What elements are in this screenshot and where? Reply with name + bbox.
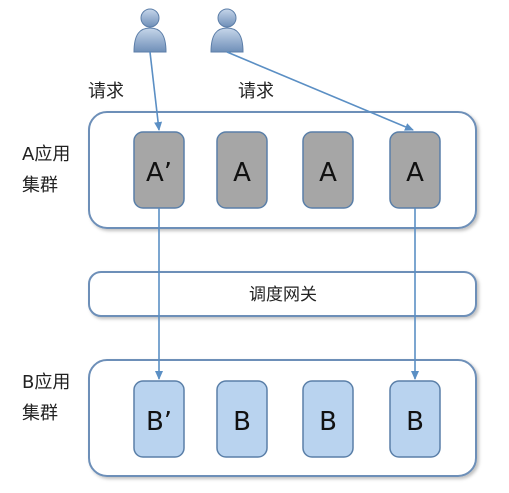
cluster-b-label: B应用	[22, 372, 70, 393]
cluster-a-container	[88, 111, 477, 229]
cluster-b-node: B	[216, 380, 268, 458]
svg-text:B’: B’	[146, 407, 172, 437]
svg-text:A’: A’	[146, 158, 172, 188]
svg-text:B: B	[406, 407, 424, 437]
cluster-b-label: 集群	[22, 403, 58, 424]
request-label: 请求	[238, 81, 274, 102]
cluster-a-label: 集群	[22, 175, 58, 196]
user-icon	[133, 8, 167, 53]
cluster-a-node: A	[216, 131, 268, 209]
gateway-label: 调度网关	[249, 285, 317, 305]
user-icon	[210, 8, 244, 53]
request-label: 请求	[88, 81, 124, 102]
cluster-a-label: A应用	[22, 144, 70, 165]
svg-text:A: A	[233, 158, 251, 188]
cluster-a-node: A	[302, 131, 354, 209]
svg-text:B: B	[233, 407, 251, 437]
cluster-b-container	[88, 359, 477, 477]
cluster-a-node: A	[389, 131, 441, 209]
cluster-b-node: B’	[133, 380, 185, 458]
gateway-box	[88, 271, 477, 317]
svg-text:A: A	[406, 158, 424, 188]
request-arrow	[226, 51, 414, 131]
svg-text:B: B	[319, 407, 337, 437]
request-arrow	[149, 51, 163, 131]
cluster-b-node: B	[302, 380, 354, 458]
svg-text:A: A	[319, 158, 337, 188]
cluster-a-node: A’	[133, 131, 185, 209]
cluster-b-node: B	[389, 380, 441, 458]
